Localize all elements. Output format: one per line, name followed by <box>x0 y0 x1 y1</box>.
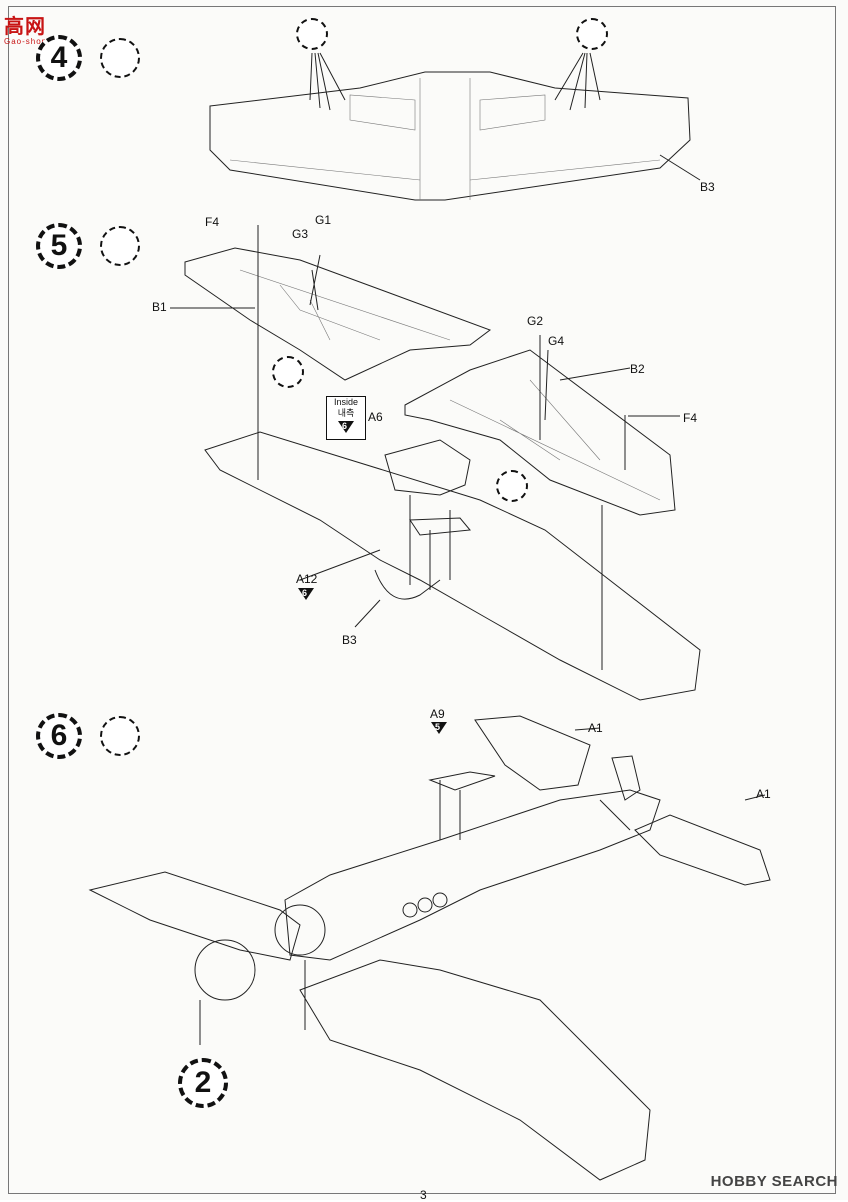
part-label-b3: B3 <box>700 180 715 194</box>
watermark-url: Gao-shop.com <box>4 37 69 46</box>
part-label-a6: A6 <box>368 410 383 424</box>
underside-view-icon <box>272 356 304 388</box>
inside-note-box: Inside 내측 6 <box>326 396 366 440</box>
underside-view-icon <box>296 18 328 50</box>
cement-icon <box>100 716 140 756</box>
part-label-a9: A9 <box>430 707 445 721</box>
underside-view-icon <box>576 18 608 50</box>
inside-ref-triangle: 6 <box>338 421 354 433</box>
right-wing-b2 <box>404 335 680 516</box>
step-5-badge: 5 <box>36 223 82 269</box>
part-label-b1: B1 <box>152 300 167 314</box>
part-label-g2: G2 <box>527 314 544 328</box>
part-label-g1: G1 <box>315 213 332 227</box>
part-label-f4: F4 <box>683 411 698 425</box>
part-ref-triangle: 5 <box>431 722 447 734</box>
underside-view-icon <box>496 470 528 502</box>
left-wing-b1 <box>170 225 492 480</box>
part-label-f4: F4 <box>205 215 220 229</box>
part-label-a1: A1 <box>756 787 771 801</box>
center-wing-b3 <box>204 431 701 701</box>
part-label-b3: B3 <box>342 633 357 647</box>
part-label-a1: A1 <box>588 721 603 735</box>
inside-note-en: Inside <box>333 397 359 407</box>
part-label-a12: A12 <box>296 572 318 586</box>
watermark-text: 高网 <box>4 16 46 38</box>
cement-icon <box>100 38 140 78</box>
part-ref-triangle: 6 <box>298 588 314 600</box>
wing-underside-b3 <box>209 52 701 201</box>
cement-icon <box>100 226 140 266</box>
page-border <box>8 6 836 1194</box>
subassembly-2-badge: 2 <box>178 1058 228 1108</box>
part-label-g3: G3 <box>292 227 309 241</box>
inside-note-ko: 내측 <box>337 408 355 418</box>
page-number: 3 <box>420 1188 427 1202</box>
watermark-logo: 高网 Gao-shop.com <box>4 10 68 46</box>
step-6-badge: 6 <box>36 713 82 759</box>
watermark-hobby-search: HOBBY SEARCH <box>710 1173 838 1190</box>
step-4-badge: 4 <box>36 35 82 81</box>
aircraft-assembly <box>88 715 771 1181</box>
part-label-b2: B2 <box>630 362 645 376</box>
part-label-g4: G4 <box>548 334 565 348</box>
